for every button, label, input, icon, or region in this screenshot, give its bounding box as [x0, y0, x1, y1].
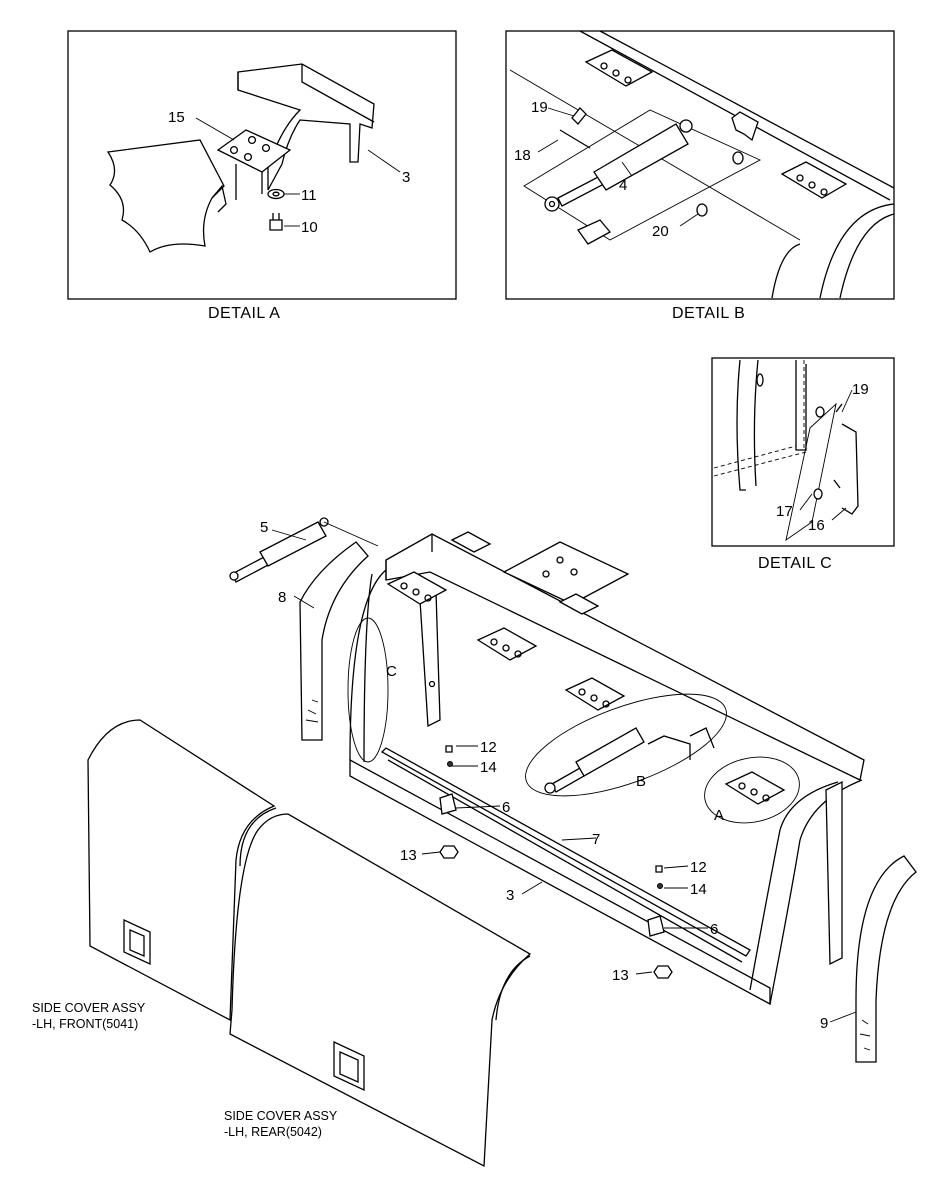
clamp-6-a — [439, 793, 457, 815]
callout-b-letter: B — [636, 773, 646, 790]
nut-13-a — [439, 845, 459, 859]
nut-13-b — [653, 965, 673, 979]
label-5: 5 — [260, 519, 268, 536]
frame-hinge-4 — [724, 771, 786, 805]
bolt-12-a — [445, 745, 453, 753]
detail-b-clip — [571, 107, 587, 125]
detail-c-caption: DETAIL C — [758, 555, 832, 572]
detail-b-hinge-top — [584, 49, 654, 87]
label-3: 3 — [506, 887, 514, 904]
detail-a-frame-bracket — [237, 63, 375, 191]
side-cover-rear — [229, 813, 532, 1168]
frame-hinge-3 — [564, 677, 626, 711]
label-7: 7 — [592, 831, 600, 848]
detail-c-label-19: 19 — [852, 381, 869, 398]
detail-a-caption: DETAIL A — [208, 305, 280, 322]
detail-b-cover-edge — [771, 243, 801, 299]
label-14-a: 14 — [480, 759, 497, 776]
callout-b-ellipse — [525, 693, 727, 797]
clamp-6-b — [647, 915, 665, 937]
frame-mount-bracket — [502, 541, 630, 605]
detail-b-plate — [577, 219, 612, 245]
frame-right-leg — [825, 780, 843, 966]
detail-a-label-3: 3 — [402, 169, 410, 186]
detail-c-frame-rail — [736, 359, 759, 491]
detail-c-frame — [711, 357, 895, 547]
detail-c-bracket-rod — [841, 423, 859, 515]
side-cover-front-label-line2: -LH, FRONT(5041) — [32, 1017, 138, 1031]
detail-b-bracket — [731, 111, 759, 142]
label-12-a: 12 — [480, 739, 497, 756]
detail-a-cover-section — [106, 139, 225, 253]
label-9: 9 — [820, 1015, 828, 1032]
detail-c-label-16: 16 — [808, 517, 825, 534]
bolt-12-b — [655, 865, 663, 873]
side-trim-9 — [855, 855, 917, 1063]
detail-b-caption: DETAIL B — [672, 305, 745, 322]
frame-right-rail — [769, 779, 863, 1005]
side-trim-8 — [299, 541, 369, 741]
frame-gas-strut — [544, 727, 645, 794]
side-cover-front-latch — [123, 918, 151, 966]
frame-left-rail — [349, 569, 387, 763]
detail-a-washer — [267, 188, 285, 200]
side-cover-front-label-line1: SIDE COVER ASSY — [32, 1001, 146, 1015]
detail-b-label-19: 19 — [531, 99, 548, 116]
detail-b-frame — [505, 30, 895, 300]
detail-a-label-11: 11 — [301, 187, 317, 204]
detail-b-hinge-right — [780, 161, 848, 199]
detail-b-washer — [696, 203, 708, 217]
frame-hinge-2 — [476, 627, 538, 661]
detail-c: 19 17 16 DETAIL C — [711, 357, 895, 572]
main-assembly: B A C — [32, 517, 917, 1168]
washer-14-b — [657, 883, 663, 889]
washer-14-a — [447, 761, 453, 767]
callout-c-letter: C — [386, 663, 397, 680]
detail-b-label-4: 4 — [619, 177, 627, 194]
label-12-b: 12 — [690, 859, 707, 876]
detail-a-frame — [67, 30, 457, 300]
frame-hinge-1 — [386, 571, 448, 605]
label-13-a: 13 — [400, 847, 417, 864]
detail-b-gas-strut — [544, 119, 693, 212]
callout-a-ellipse — [704, 756, 800, 824]
detail-a-hinge — [216, 129, 292, 173]
side-cover-rear-label-line2: -LH, REAR(5042) — [224, 1125, 322, 1139]
detail-a-label-10: 10 — [301, 219, 318, 236]
callout-c-ellipse — [347, 617, 389, 763]
detail-b-label-20: 20 — [652, 223, 669, 240]
label-8: 8 — [278, 589, 286, 606]
label-14-b: 14 — [690, 881, 707, 898]
detail-c-label-17: 17 — [776, 503, 793, 520]
side-cover-rear-latch — [333, 1040, 365, 1092]
detail-a: 15 11 10 3 DETAIL A — [67, 30, 457, 322]
label-6-a: 6 — [502, 799, 510, 816]
label-13-b: 13 — [612, 967, 629, 984]
callout-a-letter: A — [714, 807, 724, 824]
frame-left-strut — [419, 590, 441, 728]
detail-a-bolt — [269, 219, 283, 231]
detail-a-label-15: 15 — [168, 109, 185, 126]
detail-b: 19 18 4 20 DETAIL B — [505, 30, 895, 322]
gas-strut-5 — [229, 517, 329, 583]
detail-b-pin — [559, 129, 591, 149]
label-6-b: 6 — [710, 921, 718, 938]
detail-b-label-18: 18 — [514, 147, 531, 164]
side-cover-rear-label-line1: SIDE COVER ASSY — [224, 1109, 338, 1123]
